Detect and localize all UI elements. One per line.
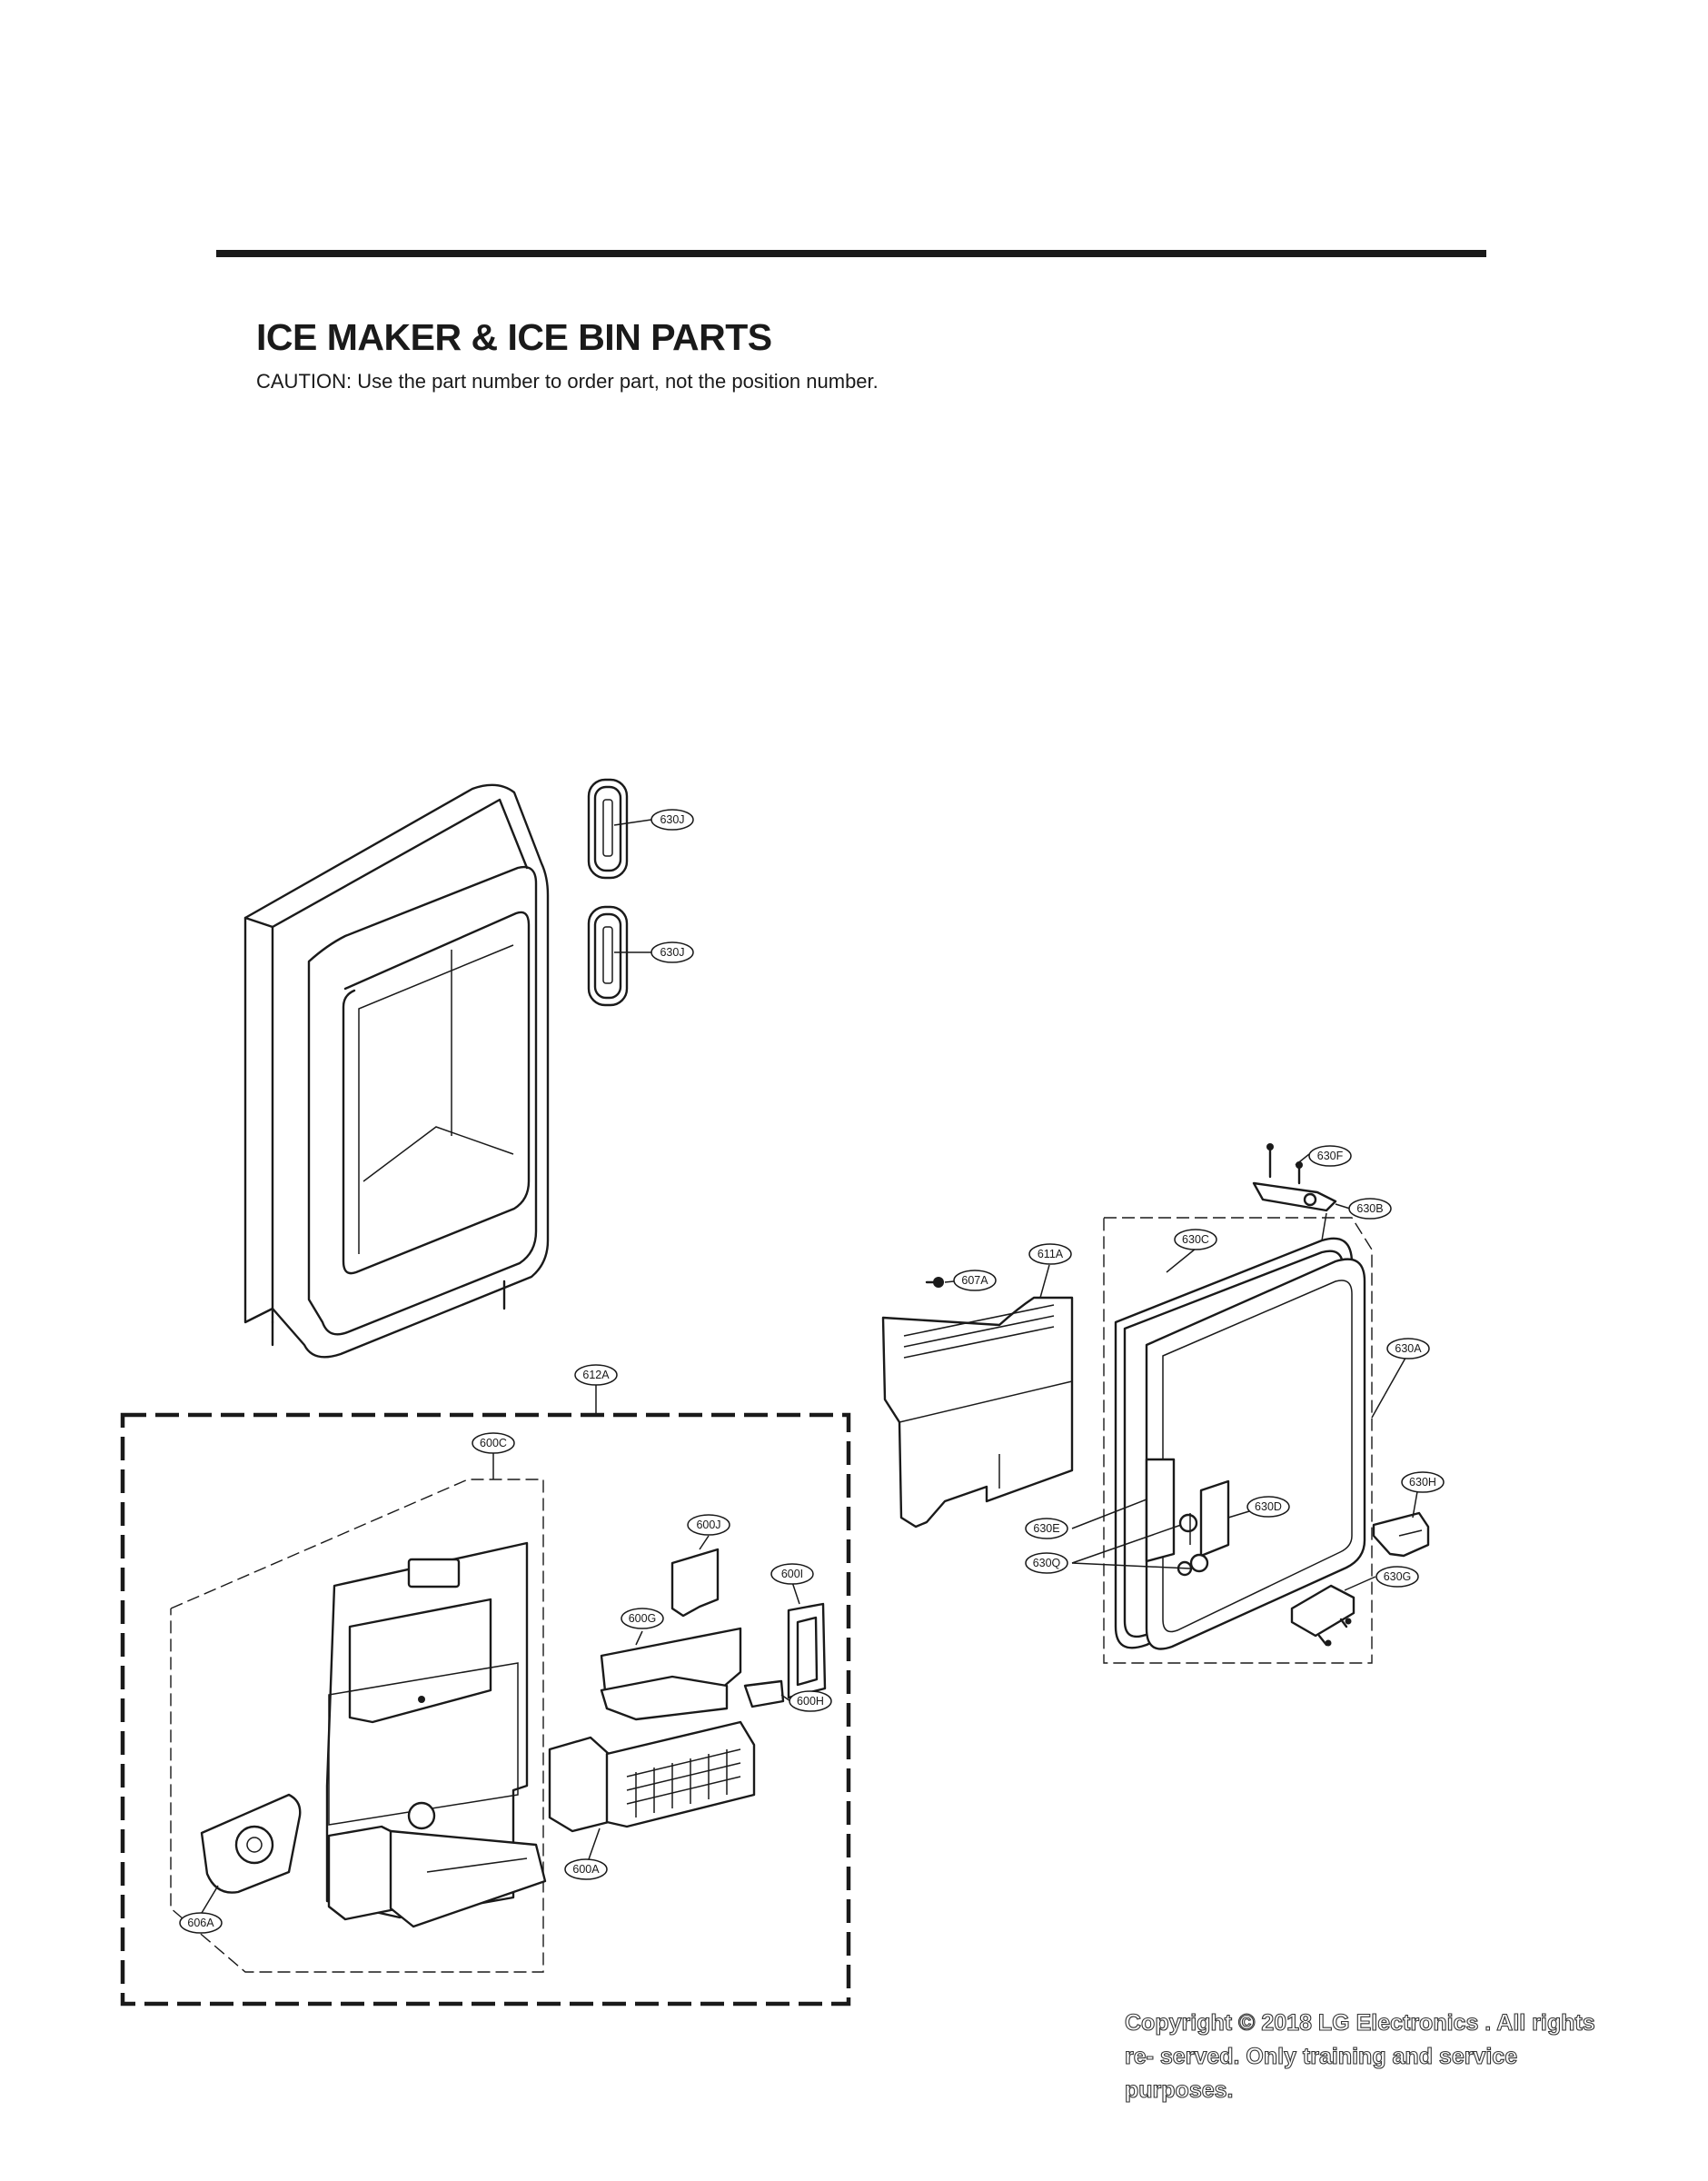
callout-606a: 606A <box>179 1912 223 1934</box>
svg-text:630B: 630B <box>1356 1202 1383 1215</box>
callout-630g: 630G <box>1375 1566 1419 1588</box>
ice-bin-frame-part <box>325 1541 547 1928</box>
callout-630b: 630B <box>1348 1198 1392 1220</box>
svg-text:600C: 600C <box>480 1437 507 1449</box>
copyright-notice: Copyright © 2018 LG Electronics . All ri… <box>1124 2009 1595 2103</box>
fitting-part-600h <box>743 1679 785 1708</box>
svg-text:630C: 630C <box>1182 1233 1209 1246</box>
callout-630j-lower: 630J <box>650 941 694 963</box>
svg-text:600H: 600H <box>797 1695 824 1708</box>
ice-bin-subassembly-outline <box>170 1479 544 1973</box>
bracket-part-600j <box>670 1548 720 1618</box>
svg-text:630G: 630G <box>1384 1570 1412 1583</box>
callout-600c: 600C <box>472 1432 515 1454</box>
callout-600h: 600H <box>789 1690 832 1712</box>
ice-maker-part-600a <box>548 1720 756 1833</box>
bracket-part-630g <box>1290 1584 1355 1647</box>
callout-607a: 607A <box>953 1270 997 1291</box>
filter-part-600i <box>787 1602 827 1699</box>
hinge-bracket-part <box>1252 1143 1337 1212</box>
callout-611a: 611A <box>1028 1243 1072 1265</box>
svg-text:630D: 630D <box>1255 1500 1282 1513</box>
gearbox-part-606a <box>200 1793 302 1894</box>
callout-630d: 630D <box>1246 1496 1290 1518</box>
svg-text:630Q: 630Q <box>1033 1557 1061 1569</box>
callout-630h: 630H <box>1401 1471 1445 1493</box>
callout-630c: 630C <box>1174 1229 1217 1250</box>
ice-maker-kit-outline <box>120 1412 851 2007</box>
svg-text:630J: 630J <box>660 813 684 826</box>
svg-text:630F: 630F <box>1317 1150 1344 1162</box>
caution-note: CAUTION: Use the part number to order pa… <box>256 370 879 393</box>
door-liner-frame <box>243 783 550 1359</box>
page-title: ICE MAKER & ICE BIN PARTS <box>256 316 772 358</box>
svg-text:612A: 612A <box>582 1369 610 1381</box>
svg-text:630A: 630A <box>1395 1342 1422 1355</box>
callout-600g: 600G <box>621 1608 664 1629</box>
svg-text:606A: 606A <box>187 1917 214 1929</box>
svg-text:607A: 607A <box>961 1274 988 1287</box>
grommet-part-upper <box>587 778 652 880</box>
svg-text:600A: 600A <box>572 1863 600 1876</box>
callout-612a: 612A <box>574 1364 618 1386</box>
svg-text:600I: 600I <box>781 1568 803 1580</box>
ice-bin-door-assembly <box>1103 1212 1373 1664</box>
bin-cover-part <box>881 1296 1074 1529</box>
svg-text:600G: 600G <box>629 1612 657 1625</box>
callout-630f: 630F <box>1308 1145 1352 1167</box>
svg-text:630H: 630H <box>1409 1476 1436 1489</box>
svg-text:630J: 630J <box>660 946 684 959</box>
callout-630q: 630Q <box>1025 1552 1068 1574</box>
svg-text:600J: 600J <box>696 1519 720 1531</box>
callout-600a: 600A <box>564 1858 608 1880</box>
svg-text:611A: 611A <box>1038 1248 1064 1260</box>
screw-part-607a <box>925 1277 944 1288</box>
callout-630e: 630E <box>1025 1518 1068 1539</box>
callout-630j-upper: 630J <box>650 809 694 831</box>
svg-text:630E: 630E <box>1033 1522 1059 1535</box>
callout-600i: 600I <box>770 1563 814 1585</box>
grommet-part-lower <box>587 905 651 1007</box>
callout-600j: 600J <box>687 1514 730 1536</box>
header-rule <box>216 250 1486 257</box>
latch-part-630h <box>1372 1511 1430 1558</box>
callout-630a: 630A <box>1386 1338 1430 1359</box>
tray-part-600g <box>600 1627 742 1721</box>
